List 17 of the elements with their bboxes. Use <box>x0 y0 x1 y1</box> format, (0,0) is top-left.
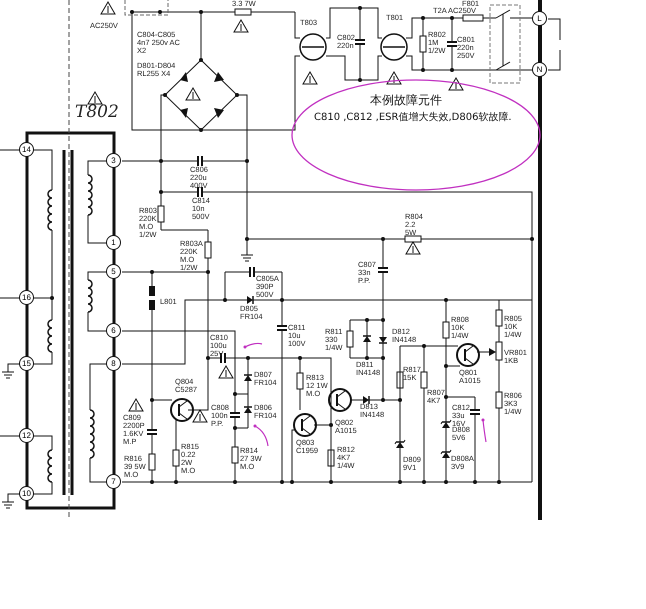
pin-number: N <box>532 62 547 77</box>
pin-number: 6 <box>106 323 121 338</box>
pin-number: 10 <box>19 486 34 501</box>
pin-number: L <box>532 11 547 26</box>
pin-number: 1 <box>106 235 121 250</box>
pin-number: 16 <box>19 290 34 305</box>
note-heading: 本例故障元件 <box>370 94 442 107</box>
pin-number: 14 <box>19 142 34 157</box>
pin-number: 5 <box>106 264 121 279</box>
annotation-ellipse <box>290 78 542 193</box>
transformer-label: T802 <box>75 103 119 121</box>
pin-number: 3 <box>106 153 121 168</box>
note-text: C810 ,C812 ,ESR值增大失效,D806软故障. <box>314 112 512 123</box>
pin-number: 12 <box>19 428 34 443</box>
pin-number: 8 <box>106 356 121 371</box>
pin-number: 7 <box>106 474 121 489</box>
pin-number: 15 <box>19 356 34 371</box>
